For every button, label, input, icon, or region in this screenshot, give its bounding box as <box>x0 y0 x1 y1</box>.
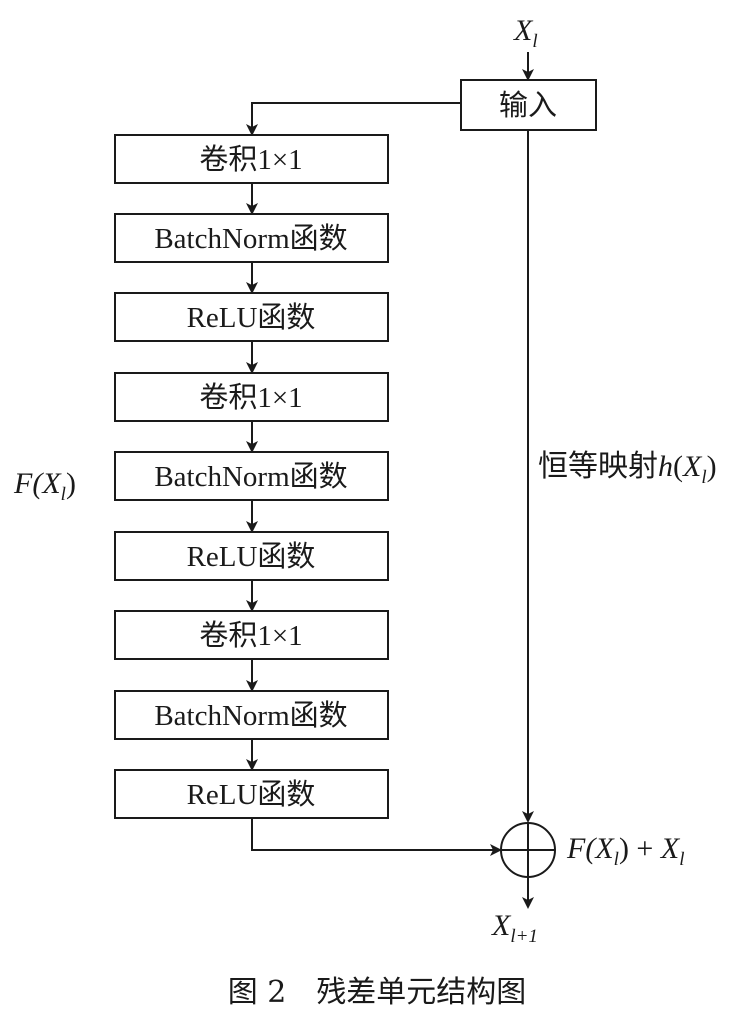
figure-title: 残差单元结构图 <box>316 975 526 1010</box>
layer-box-6: ReLU函数 <box>114 531 389 581</box>
layer-label-4: 卷积1×1 <box>199 381 302 414</box>
figure-caption: 图 2 残差单元结构图 <box>228 975 527 1010</box>
input-variable-label: Xl <box>513 14 538 52</box>
layer-box-7: 卷积1×1 <box>114 610 389 660</box>
layer-label-1: 卷积1×1 <box>199 143 302 176</box>
layer-label-2: BatchNorm函数 <box>154 222 347 255</box>
residual-function-label: F(Xl) <box>13 467 76 505</box>
arrow-input-to-layers <box>246 102 461 136</box>
layer-label-3: ReLU函数 <box>187 301 316 334</box>
output-variable-label: Xl+1 <box>491 909 538 947</box>
input-box-label: 输入 <box>499 89 557 122</box>
identity-mapping-label: 恒等映射h(Xl) <box>538 450 717 488</box>
layer-box-9: ReLU函数 <box>114 769 389 819</box>
arrow-residual-to-sum <box>251 818 502 856</box>
input-box: 输入 <box>460 79 597 131</box>
figure-number: 图 2 <box>228 975 287 1010</box>
layer-box-1: 卷积1×1 <box>114 134 389 184</box>
layer-label-8: BatchNorm函数 <box>154 699 347 732</box>
layer-box-5: BatchNorm函数 <box>114 451 389 501</box>
layer-label-7: 卷积1×1 <box>199 619 302 652</box>
sum-output-label: F(Xl) + Xl <box>566 832 684 870</box>
layer-box-4: 卷积1×1 <box>114 372 389 422</box>
sum-node <box>500 822 556 878</box>
layer-box-3: ReLU函数 <box>114 292 389 342</box>
layer-label-9: ReLU函数 <box>187 778 316 811</box>
layer-box-2: BatchNorm函数 <box>114 213 389 263</box>
layer-label-5: BatchNorm函数 <box>154 460 347 493</box>
layer-box-8: BatchNorm函数 <box>114 690 389 740</box>
layer-label-6: ReLU函数 <box>187 540 316 573</box>
